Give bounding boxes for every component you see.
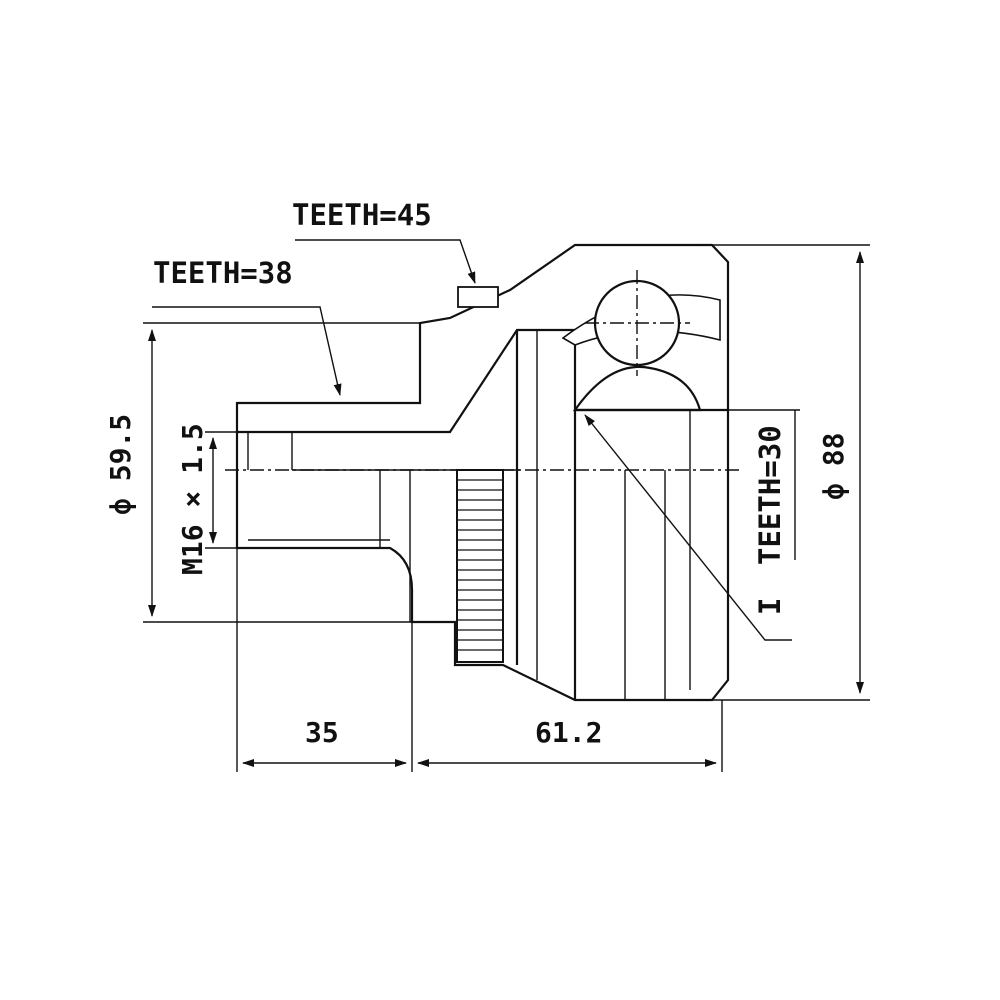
- len-61-2-label: 61.2: [535, 716, 602, 749]
- abs-ring: [456, 469, 504, 663]
- inner-mark-label: I: [753, 598, 787, 615]
- teeth-45-label: TEETH=45: [292, 198, 432, 232]
- teeth-30-label: TEETH=30: [753, 425, 787, 565]
- inner-race-section: [572, 365, 702, 412]
- dia-59-5-label: ф 59.5: [104, 414, 137, 515]
- housing-section: [235, 243, 730, 434]
- spline-key: [457, 286, 499, 308]
- thread-label: M16 × 1.5: [176, 423, 209, 575]
- teeth-38-label: TEETH=38: [153, 256, 293, 290]
- housing-lower: [235, 410, 730, 702]
- abs-teeth: [457, 479, 503, 651]
- dimensions: [143, 239, 870, 772]
- len-35-label: 35: [305, 716, 339, 749]
- dia-88-label: ф 88: [817, 433, 850, 500]
